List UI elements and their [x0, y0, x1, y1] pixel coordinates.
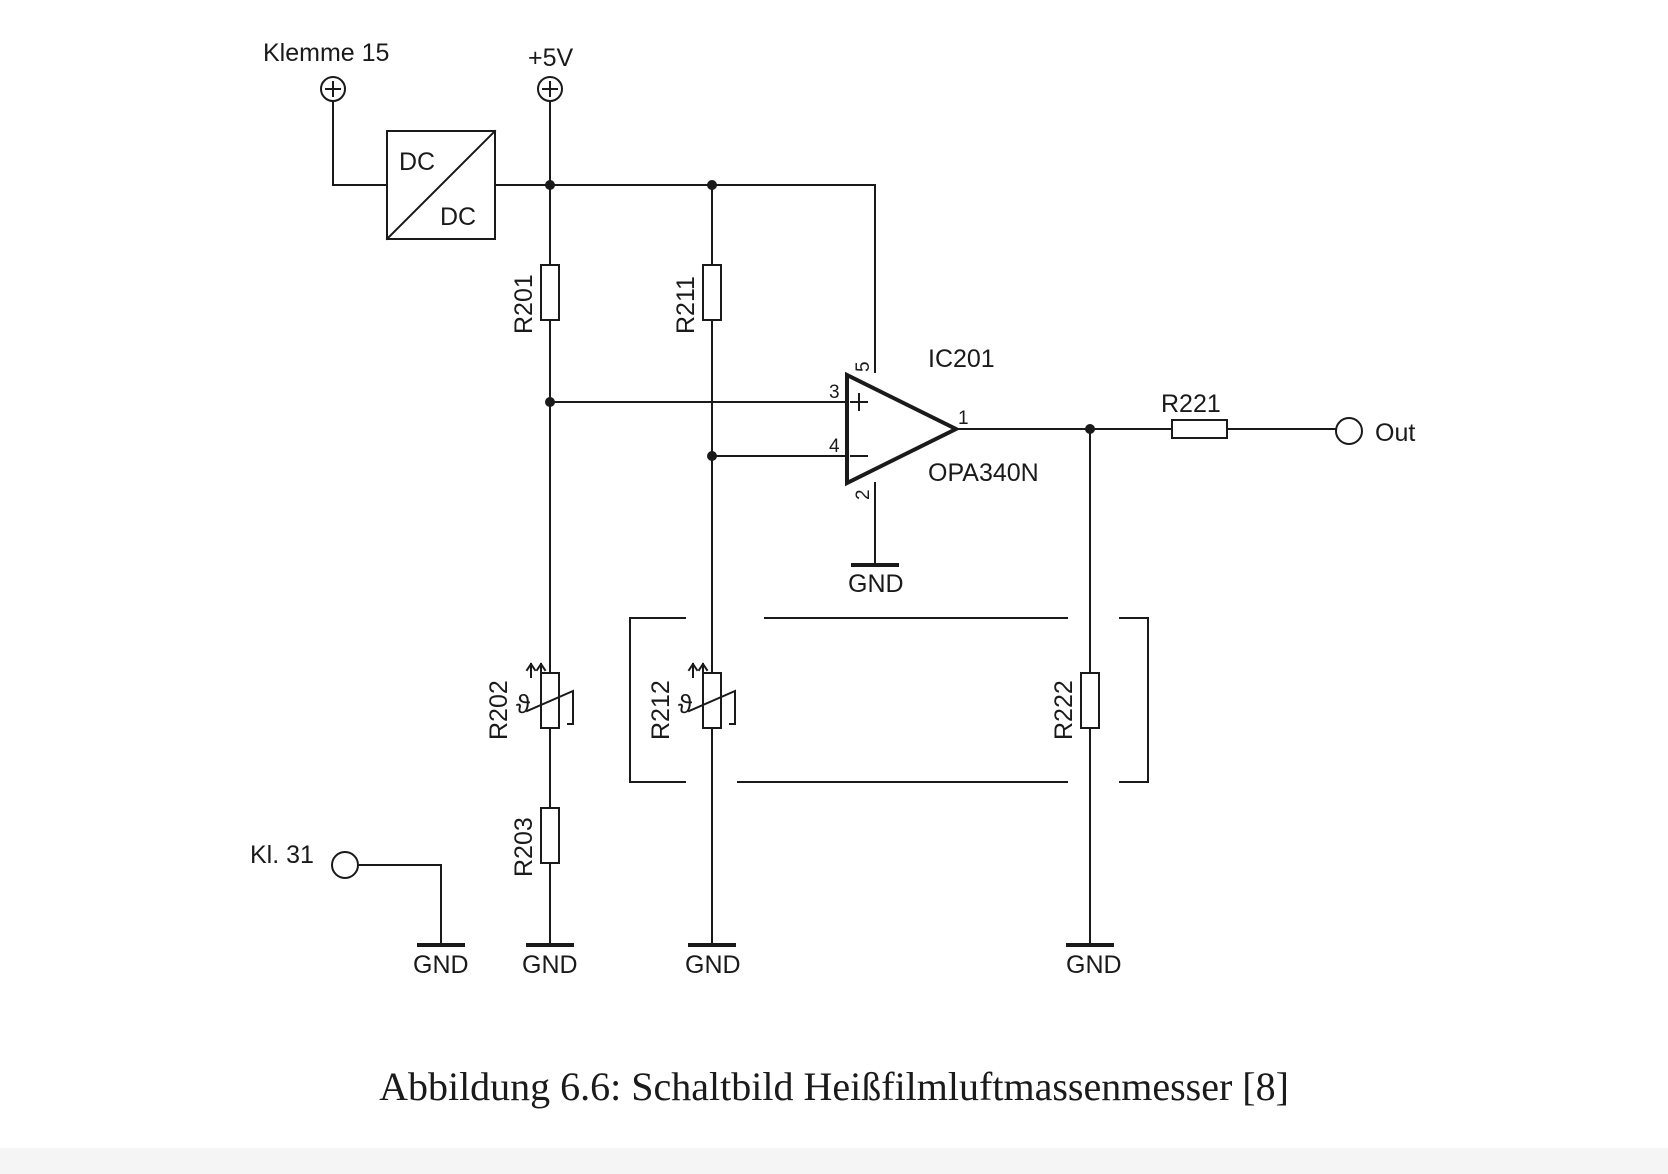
converter-output-label: DC	[440, 203, 476, 231]
r211-label: R211	[672, 276, 700, 334]
r202-label: R202	[485, 680, 513, 740]
opamp-ic201: IC201 OPA340N 3 4 1 5 2	[829, 345, 1039, 564]
klemme15-label: Klemme 15	[263, 39, 389, 67]
sensor-frame	[629, 617, 1149, 783]
pin5-label: 5	[853, 361, 874, 372]
r202-theta-symbol: ϑ	[516, 689, 531, 719]
gnd-label: GND	[1066, 951, 1122, 979]
branch-middle-wires	[711, 184, 846, 944]
dc-dc-converter: DC DC	[385, 129, 497, 241]
r221-label: R221	[1161, 390, 1221, 418]
opamp-part-label: OPA340N	[928, 459, 1039, 487]
resistor-r201: R201	[510, 264, 560, 334]
junction-dots	[545, 180, 1095, 461]
pin2-label: 2	[853, 489, 874, 500]
r201-label: R201	[510, 274, 538, 334]
ground-middle: GND	[685, 943, 741, 979]
branch-left-wires	[549, 184, 846, 944]
r203-label: R203	[510, 817, 538, 877]
resistor-r211: R211	[672, 264, 722, 334]
converter-input-label: DC	[399, 148, 435, 176]
ground-left: GND	[522, 943, 578, 979]
resistor-r222: R222	[1050, 672, 1100, 740]
output-wires	[955, 428, 1336, 944]
ground-kl31: GND	[413, 943, 469, 979]
thermistor-r212: ϑ R212	[647, 662, 736, 740]
pin3-label: 3	[829, 382, 840, 403]
ground-opamp: GND	[848, 563, 904, 598]
r212-theta-symbol: ϑ	[678, 689, 693, 719]
ground-right: GND	[1066, 943, 1122, 979]
gnd-label: GND	[848, 570, 904, 598]
resistor-r203: R203	[510, 807, 560, 877]
r212-label: R212	[647, 680, 675, 740]
pin1-label: 1	[958, 408, 969, 429]
kl31-terminal: Kl. 31	[250, 841, 442, 944]
out-terminal: Out	[1335, 417, 1415, 447]
pin4-label: 4	[829, 436, 840, 457]
gnd-label: GND	[522, 951, 578, 979]
klemme15-terminal: Klemme 15	[263, 39, 389, 102]
page-footer-strip	[0, 1148, 1668, 1174]
thermistor-r202: ϑ R202	[485, 662, 574, 740]
out-label: Out	[1375, 419, 1415, 447]
kl31-label: Kl. 31	[250, 841, 314, 869]
plus5v-terminal: +5V	[528, 44, 574, 102]
resistor-r221: R221	[1161, 390, 1228, 439]
plus5v-label: +5V	[528, 44, 574, 72]
gnd-label: GND	[685, 951, 741, 979]
figure-caption: Abbildung 6.6: Schaltbild Heißfilmluftma…	[379, 1064, 1289, 1109]
supply-wires	[332, 100, 876, 373]
gnd-label: GND	[413, 951, 469, 979]
r222-label: R222	[1050, 680, 1078, 740]
opamp-ref-label: IC201	[928, 345, 995, 373]
